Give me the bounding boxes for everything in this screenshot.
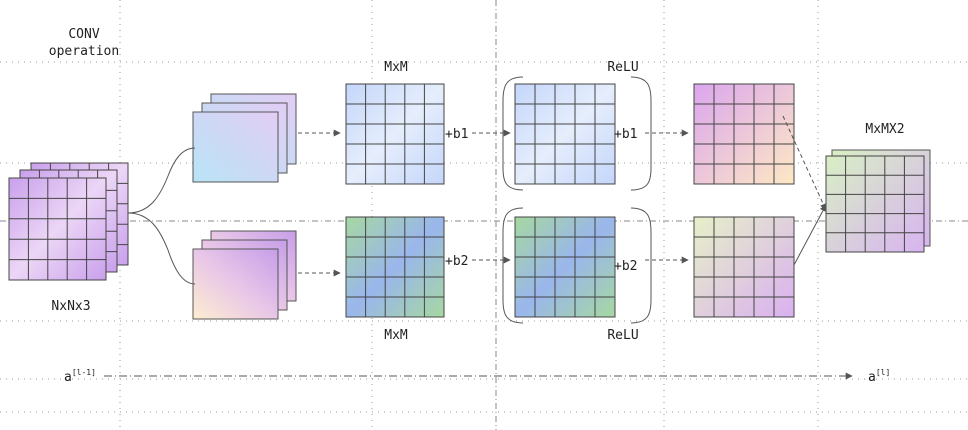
grid-relu-output-1	[693, 83, 795, 185]
mxm-label-bottom: MxM	[384, 328, 408, 343]
arrows	[104, 115, 853, 380]
output-volume-grid	[825, 155, 925, 253]
conv-output-2-background	[345, 216, 445, 318]
filter-2-sheet-front	[192, 248, 279, 320]
input-slice-front-background	[8, 177, 107, 281]
grid-relu-output-2	[693, 216, 795, 318]
relu-bracket-top-left	[502, 76, 524, 191]
conv-output-1-background	[345, 83, 445, 185]
relu-bracket-top-right	[630, 76, 652, 191]
arrow-relu2-to-output	[793, 204, 827, 266]
activation-next-superscript: [l]	[876, 368, 890, 377]
bias-label-1b: +b1	[614, 127, 637, 142]
grid-conv-output-2	[345, 216, 445, 318]
bias-label-1a: +b1	[445, 127, 468, 142]
conv-label-line2: operation	[49, 44, 119, 59]
filter-2-stack	[192, 230, 297, 320]
bias-label-2b: +b2	[614, 259, 637, 274]
relu-bracket-bottom-left	[502, 207, 524, 324]
relu-output-2-background	[693, 216, 795, 318]
grid-biased-output-1	[514, 83, 616, 185]
split-curve-bottom	[127, 212, 196, 285]
activation-next-label: a[l]	[868, 368, 890, 385]
output-slice-front-background	[825, 155, 925, 253]
biased-output-2-background	[514, 216, 616, 318]
filter-1-sheet-front	[192, 111, 279, 183]
mxm-label-top: MxM	[384, 60, 408, 75]
activation-prev-label: a[l-1]	[64, 368, 96, 385]
activation-next-base: a	[868, 370, 876, 385]
bias-label-2a: +b2	[445, 254, 468, 269]
relu-output-1-background	[693, 83, 795, 185]
input-volume	[8, 162, 129, 281]
arrow-relu1-to-output	[782, 115, 827, 211]
conv-label-line1: CONV	[68, 27, 99, 42]
activation-prev-base: a	[64, 370, 72, 385]
output-label: MxMX2	[865, 122, 904, 137]
relu-bracket-bottom-right	[630, 207, 652, 324]
relu-label-top: ReLU	[607, 60, 638, 75]
split-curve-top	[127, 147, 196, 214]
relu-bracket-top	[502, 76, 652, 191]
biased-output-1-background	[514, 83, 616, 185]
input-label: NxNx3	[51, 299, 90, 314]
grid-conv-output-1	[345, 83, 445, 185]
relu-label-bottom: ReLU	[607, 328, 638, 343]
filter-1-stack	[192, 93, 297, 183]
grid-biased-output-2	[514, 216, 616, 318]
relu-bracket-bottom	[502, 207, 652, 324]
activation-prev-superscript: [l-1]	[72, 368, 96, 377]
